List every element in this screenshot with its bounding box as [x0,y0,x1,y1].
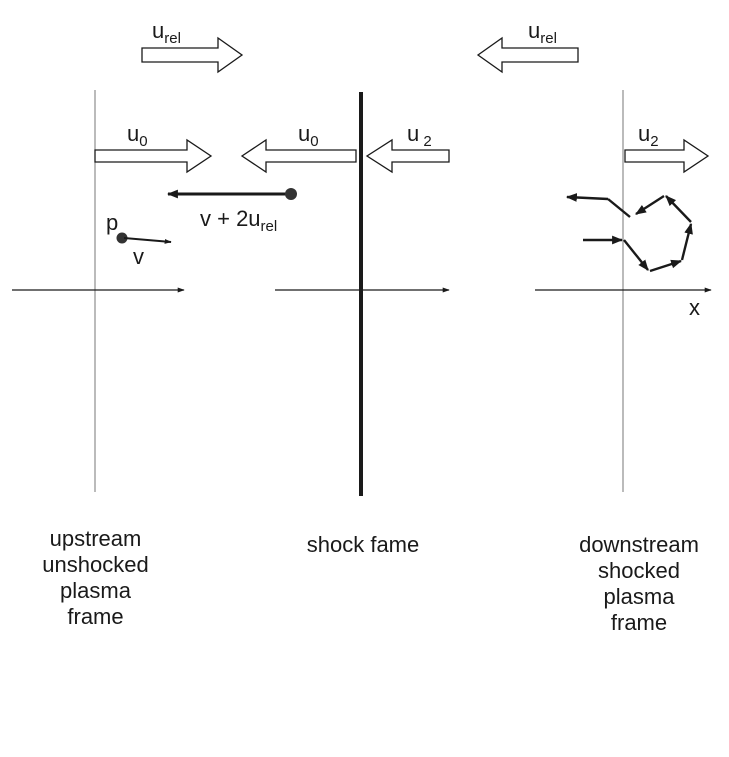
particle-velocity-arrow [123,237,172,244]
particle-label: p [106,210,118,235]
path-segment-4 [680,222,693,261]
downstream-scattering-path [565,193,693,273]
upstream-u0-label: u0 [127,121,148,150]
downstream-caption: downstream shocked plasma frame [560,532,718,636]
caption-line: plasma [603,584,675,609]
shock-u0-arrow [240,138,357,174]
downstream-u2-label: u2 [638,121,659,150]
shock-u2-arrow [365,138,450,174]
urel-left-label: urel [152,18,181,47]
reflected-velocity-label: v + 2urel [200,206,277,235]
path-segment-6 [635,194,665,216]
upstream-caption: upstream unshocked plasma frame [23,526,168,630]
caption-line: frame [610,610,668,635]
caption-line: shocked [598,558,680,583]
x-axis-label: x [689,295,700,320]
caption-line: shock fame [306,532,420,557]
shock-u0-label: u0 [298,121,319,150]
path-segment-7 [607,198,631,218]
velocity-label: v [133,244,144,269]
caption-line: plasma [60,578,131,603]
urel-right-label: urel [528,18,557,47]
path-segment-8 [565,193,609,202]
reflected-particle-dot [285,188,297,200]
path-segment-5 [665,195,692,223]
path-segment-2 [623,239,649,271]
urel-left-arrow [476,36,579,74]
path-segment-3 [649,259,683,273]
urel-right-arrow [141,36,244,74]
shock-caption: shock fame [283,532,443,558]
caption-line: unshocked [42,552,149,577]
caption-line: downstream [579,532,699,557]
upstream-u0-arrow [94,138,213,174]
caption-line: frame [67,604,124,629]
caption-line: upstream [49,526,142,551]
shock-u2-label: u 2 [407,121,432,150]
particle-dot [116,232,128,244]
downstream-u2-arrow [624,138,710,174]
